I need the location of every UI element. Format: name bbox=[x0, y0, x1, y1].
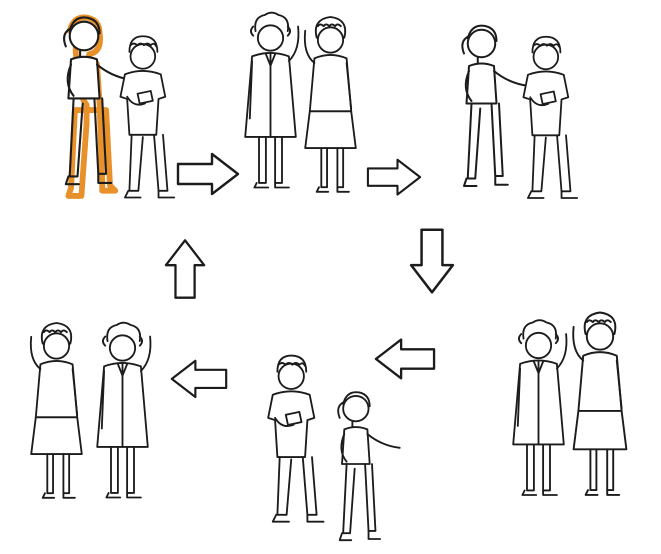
arrow-left-5-to-6 bbox=[170, 359, 228, 399]
cycle-diagram bbox=[29, 6, 650, 542]
scientist-lab-coat bbox=[512, 319, 568, 496]
scientist-lab-coat bbox=[96, 321, 152, 499]
arrow-right-1-to-2 bbox=[176, 152, 240, 196]
man-curly-holding-card bbox=[119, 35, 176, 199]
scene-1[interactable] bbox=[30, 6, 180, 216]
scene-3[interactable] bbox=[440, 14, 590, 224]
arrow-left-4-to-5 bbox=[374, 338, 436, 380]
woman-ponytail bbox=[461, 24, 530, 188]
woman-curly-skirt bbox=[303, 16, 357, 193]
scene-2[interactable] bbox=[232, 6, 382, 216]
scientist-lab-coat bbox=[244, 11, 300, 189]
man-curly-holding-card bbox=[522, 35, 579, 199]
arrow-right-2-to-3 bbox=[366, 158, 422, 196]
woman-ponytail bbox=[337, 391, 401, 542]
scene-6[interactable] bbox=[20, 312, 170, 522]
scene-4[interactable] bbox=[500, 306, 650, 516]
arrow-down-3-to-4 bbox=[409, 228, 455, 294]
woman-curly-skirt bbox=[572, 311, 628, 496]
man-curly-holding-card bbox=[267, 354, 325, 523]
woman-curly-skirt bbox=[29, 322, 83, 499]
arrow-up-6-to-1 bbox=[164, 239, 206, 299]
